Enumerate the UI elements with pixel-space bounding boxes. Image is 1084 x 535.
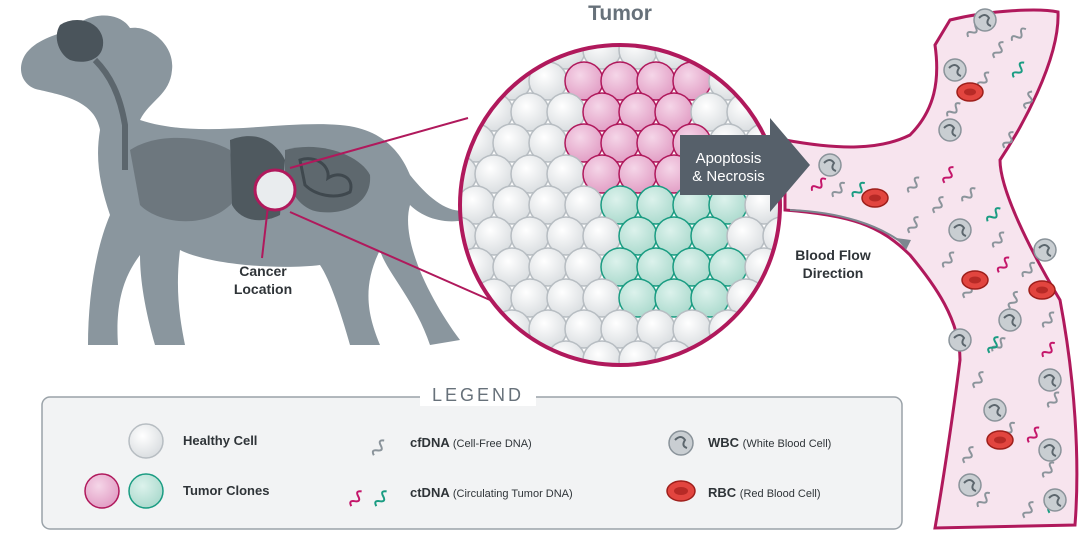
cfdna-fragment bbox=[906, 176, 920, 193]
cfdna-fragment bbox=[972, 371, 984, 389]
legend-cfdna-icon bbox=[371, 439, 385, 456]
legend-wbc-icon bbox=[668, 430, 694, 456]
rbc-cell bbox=[956, 82, 984, 102]
cfdna-fragment bbox=[1046, 391, 1060, 408]
healthy-cell bbox=[762, 216, 780, 256]
wbc-cell bbox=[973, 8, 997, 32]
wbc-cell bbox=[1043, 488, 1067, 512]
blood-flow-label: Blood Flow Direction bbox=[778, 246, 888, 282]
legend-ctdna-label: ctDNA (Circulating Tumor DNA) bbox=[410, 485, 573, 500]
ctdna-fragment bbox=[851, 181, 866, 198]
legend-wbc-name: WBC bbox=[708, 435, 740, 450]
wbc-cell bbox=[818, 153, 842, 177]
cfdna-fragment bbox=[907, 216, 919, 234]
cfdna-fragment bbox=[961, 187, 976, 202]
wbc-cell bbox=[948, 218, 972, 242]
ctdna-fragment bbox=[942, 166, 954, 184]
ctdna-fragment bbox=[1041, 341, 1056, 358]
cfdna-fragment bbox=[976, 491, 991, 508]
ctdna-fragment bbox=[810, 177, 827, 192]
legend-title: LEGEND bbox=[420, 385, 536, 406]
legend-rbc-note: (Red Blood Cell) bbox=[739, 488, 821, 500]
cfdna-fragment bbox=[946, 102, 961, 117]
cfdna-fragment bbox=[1002, 131, 1014, 149]
legend-tumor-label: Tumor Clones bbox=[183, 483, 270, 498]
legend-rbc-icon bbox=[666, 480, 696, 502]
cfdna-fragment bbox=[962, 446, 974, 464]
wbc-cell bbox=[938, 118, 962, 142]
wbc-cell bbox=[998, 308, 1022, 332]
legend-ctdna-note: (Circulating Tumor DNA) bbox=[452, 488, 573, 500]
cfdna-fragment bbox=[941, 251, 955, 268]
cfdna-fragment bbox=[831, 181, 846, 198]
cfdna-fragment bbox=[1023, 90, 1033, 110]
cfdna-fragment bbox=[1041, 311, 1055, 328]
tumor-title: Tumor bbox=[588, 2, 652, 25]
legend-rbc-label: RBC (Red Blood Cell) bbox=[708, 485, 821, 500]
wbc-cell bbox=[1038, 438, 1062, 462]
legend-ctdna-name: ctDNA bbox=[410, 485, 450, 500]
rbc-cell bbox=[1028, 280, 1056, 300]
wbc-cell bbox=[1038, 368, 1062, 392]
legend-healthy-label: Healthy Cell bbox=[183, 433, 258, 448]
healthy-cell bbox=[492, 309, 532, 349]
cfdna-fragment bbox=[991, 231, 1005, 248]
wbc-cell bbox=[948, 328, 972, 352]
ctdna-fragment bbox=[987, 336, 999, 354]
cfdna-fragment bbox=[1022, 501, 1034, 519]
apoptosis-line2: & Necrosis bbox=[692, 168, 765, 185]
legend-tumor-pink bbox=[84, 473, 120, 509]
apoptosis-label: Apoptosis & Necrosis bbox=[676, 150, 781, 186]
legend-cfdna-note: (Cell-Free DNA) bbox=[452, 438, 532, 450]
ctdna-fragment bbox=[1011, 61, 1025, 78]
wbc-cell bbox=[1033, 238, 1057, 262]
rbc-cell bbox=[986, 430, 1014, 450]
blood-flow-line1: Blood Flow bbox=[795, 247, 871, 263]
cancer-location-line1: Cancer bbox=[239, 263, 287, 279]
blood-flow-line2: Direction bbox=[802, 265, 864, 281]
cancer-location-label: Cancer Location bbox=[218, 262, 308, 298]
wbc-cell bbox=[958, 473, 982, 497]
legend-rbc-name: RBC bbox=[708, 485, 737, 500]
cfdna-fragment bbox=[992, 41, 1004, 59]
legend-ctdna-green-icon bbox=[374, 490, 387, 507]
blood-flow-arrow bbox=[789, 209, 911, 250]
rbc-cell bbox=[861, 188, 889, 208]
wbc-cell bbox=[983, 398, 1007, 422]
ctdna-fragment bbox=[986, 207, 1001, 222]
zoom-connector bbox=[261, 117, 491, 301]
cfdna-fragment bbox=[1041, 461, 1055, 478]
wbc-cell bbox=[943, 58, 967, 82]
legend-cfdna-label: cfDNA (Cell-Free DNA) bbox=[410, 435, 532, 450]
vessel-contents bbox=[810, 8, 1067, 519]
dog-silhouette bbox=[20, 15, 470, 345]
tumor-zoom bbox=[458, 43, 782, 367]
cfdna-fragment bbox=[1010, 27, 1027, 42]
cancer-location-line2: Location bbox=[233, 281, 293, 297]
legend-wbc-label: WBC (White Blood Cell) bbox=[708, 435, 831, 450]
blood-vessel bbox=[783, 8, 1079, 530]
cfdna-fragment bbox=[932, 196, 944, 214]
healthy-cell bbox=[708, 309, 748, 349]
ctdna-fragment bbox=[1026, 426, 1040, 443]
cfdna-fragment bbox=[1007, 290, 1018, 309]
cfdna-fragment bbox=[976, 71, 990, 88]
legend-ctdna-pink-icon bbox=[349, 490, 362, 507]
legend-cfdna-name: cfDNA bbox=[410, 435, 450, 450]
legend-tumor-green bbox=[128, 473, 164, 509]
apoptosis-line1: Apoptosis bbox=[695, 150, 762, 167]
legend-healthy-cell bbox=[128, 423, 164, 459]
cfdna-fragment bbox=[1021, 261, 1036, 278]
rbc-cell bbox=[961, 270, 989, 290]
legend-box bbox=[41, 396, 903, 530]
ctdna-fragment bbox=[996, 256, 1010, 273]
apoptosis-arrow bbox=[680, 118, 810, 212]
cancer-location-marker bbox=[253, 168, 297, 212]
legend-wbc-note: (White Blood Cell) bbox=[742, 438, 832, 450]
